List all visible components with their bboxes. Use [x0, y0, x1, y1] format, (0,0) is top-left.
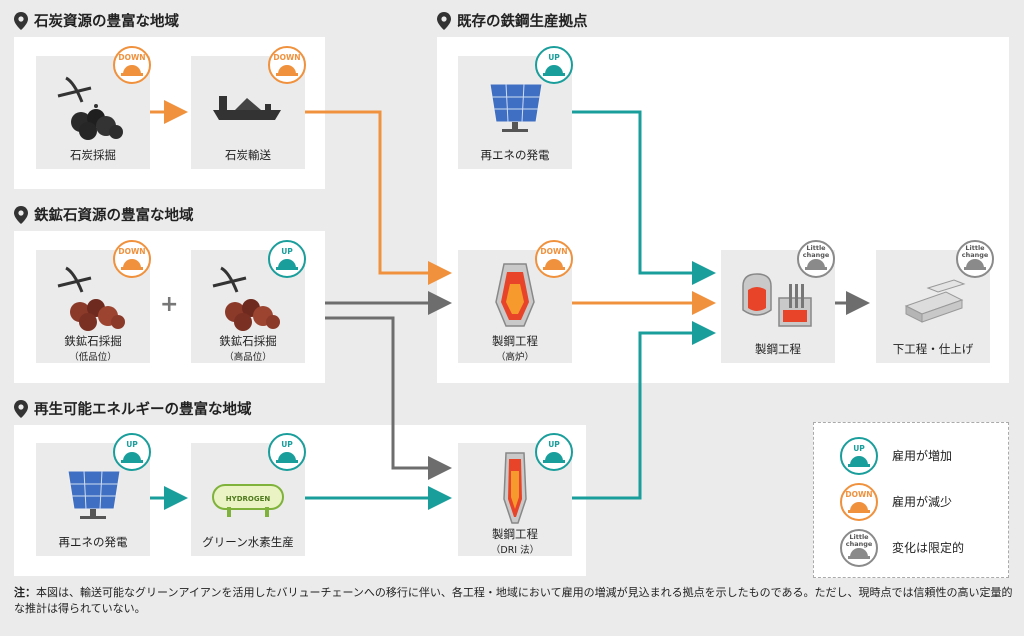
arrow-coal-transport-to-blast-furnace: [305, 110, 452, 285]
dri-shaft-furnace-icon: [503, 452, 527, 524]
iron-ore-mining-icon: [212, 266, 280, 331]
hard-hat-icon: [121, 259, 143, 270]
hard-hat-icon: [543, 65, 565, 76]
badge-up: UP: [535, 433, 573, 471]
card-sublabel: （低品位）: [69, 352, 117, 363]
hard-hat-icon: [805, 259, 827, 270]
hard-hat-icon: [848, 502, 870, 513]
card-label: 再エネの発電: [480, 148, 550, 162]
card-blast-furnace: 製鋼工程 （高炉）: [458, 250, 572, 363]
location-pin-icon: [14, 399, 28, 418]
solar-panel-icon: [489, 83, 543, 132]
card-sublabel: （高炉）: [495, 352, 534, 363]
hard-hat-icon: [276, 259, 298, 270]
card-label: 再エネの発電: [58, 535, 128, 549]
badge-up: UP: [840, 437, 878, 475]
hard-hat-icon: [121, 65, 143, 76]
location-pin-icon: [14, 11, 28, 30]
hard-hat-icon: [848, 548, 870, 559]
ship-icon: [213, 96, 281, 120]
blast-furnace-icon: [495, 263, 535, 327]
card-sublabel: （高品位）: [224, 352, 272, 363]
badge-up: UP: [268, 240, 306, 278]
badge-down: DOWN: [113, 240, 151, 278]
card-label: 下工程・仕上げ: [892, 342, 974, 356]
hard-hat-icon: [964, 259, 986, 270]
card-label: 石炭採掘: [70, 148, 116, 162]
hard-hat-icon: [543, 452, 565, 463]
badge-down: DOWN: [113, 46, 151, 84]
region-title-existing: 既存の鉄鋼生産拠点: [437, 10, 588, 31]
card-label: 製鋼工程: [755, 342, 801, 356]
iron-ore-mining-icon: [57, 266, 125, 331]
card-label: グリーン水素生産: [202, 535, 294, 549]
legend-label: 変化は限定的: [892, 541, 965, 555]
card-label: 鉄鉱石採掘: [219, 334, 277, 348]
hydrogen-tank-icon: HYDROGEN: [212, 484, 284, 517]
badge-up: UP: [268, 433, 306, 471]
steel-products-icon: [904, 279, 966, 323]
legend-label: 雇用が減少: [892, 495, 953, 509]
badge-down: DOWN: [268, 46, 306, 84]
hard-hat-icon: [848, 456, 870, 467]
coal-mining-icon: [57, 76, 123, 140]
legend-label: 雇用が増加: [892, 449, 953, 463]
badge-up: UP: [535, 46, 573, 84]
arrow-renewable-to-steelmaking: [572, 110, 716, 285]
hard-hat-icon: [543, 259, 565, 270]
card-label: 鉄鉱石採掘: [64, 334, 122, 348]
region-title-coal: 石炭資源の豊富な地域: [14, 10, 179, 31]
arrow-dri-to-steelmaking: [572, 321, 716, 500]
card-label: 製鋼工程: [492, 527, 538, 541]
card-label: 石炭輸送: [225, 148, 271, 162]
badge-down: DOWN: [535, 240, 573, 278]
card-sublabel: （DRI 法）: [490, 545, 540, 556]
arrow-iron-to-dri: [325, 316, 452, 480]
card-label: 製鋼工程: [492, 334, 538, 348]
footnote: 注：本図は、輸送可能なグリーンアイアンを活用したバリューチェーンへの移行に伴い、…: [14, 586, 1013, 615]
location-pin-icon: [437, 11, 451, 30]
solar-panel-icon: [67, 470, 121, 519]
legend-row-up: UP 雇用が増加: [814, 437, 1008, 475]
plus-icon: +: [160, 292, 179, 317]
steelmaking-furnace-icon: [742, 273, 812, 327]
badge-up: UP: [113, 433, 151, 471]
hydrogen-label: HYDROGEN: [226, 495, 271, 503]
hard-hat-icon: [121, 452, 143, 463]
badge-down: DOWN: [840, 483, 878, 521]
region-title-renewable: 再生可能エネルギーの豊富な地域: [14, 398, 252, 419]
card-renewable-power: 再エネの発電: [36, 443, 150, 556]
hard-hat-icon: [276, 65, 298, 76]
region-title-iron: 鉄鉱石資源の豊富な地域: [14, 204, 194, 225]
location-pin-icon: [14, 205, 28, 224]
hard-hat-icon: [276, 452, 298, 463]
legend-row-down: DOWN 雇用が減少: [814, 483, 1008, 521]
card-coal-mining: 石炭採掘: [36, 56, 150, 169]
